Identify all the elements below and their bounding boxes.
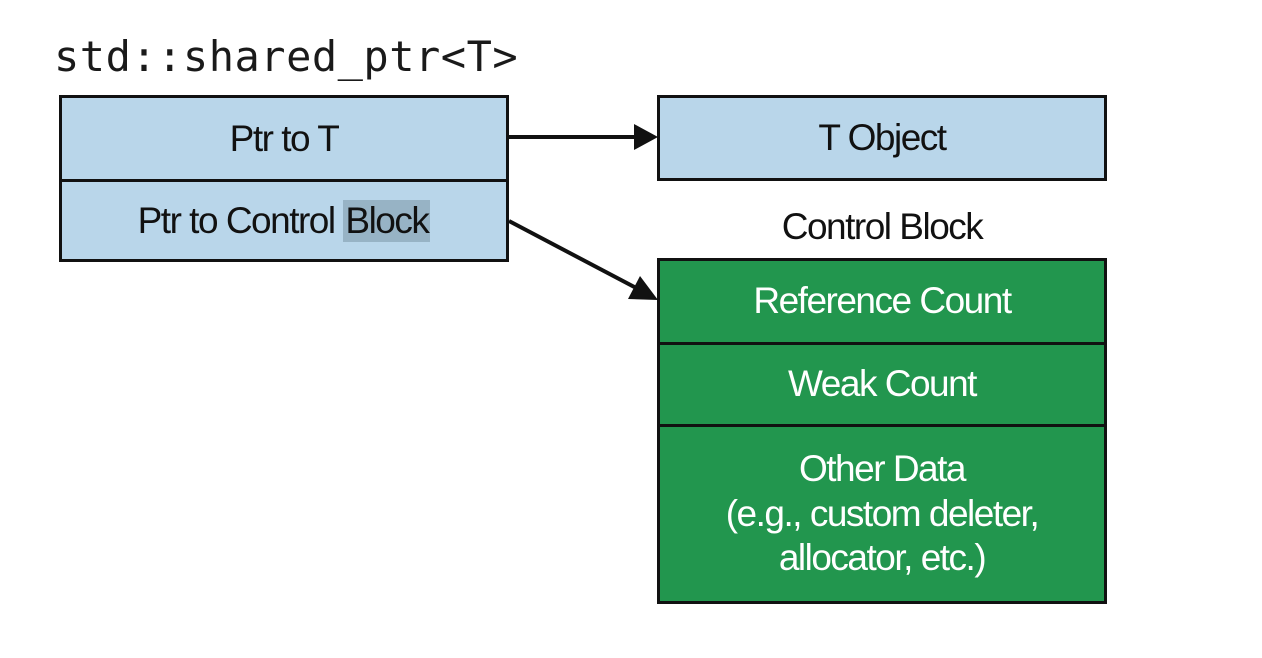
ptr-to-t-field: Ptr to T [229,117,340,159]
control-block-box: Reference Count Weak Count Other Data (e… [657,258,1107,604]
ptr-to-control-block-field: Ptr to Control Block [62,179,506,259]
t-object-label: T Object [818,117,947,158]
t-object-box: T Object [657,95,1107,181]
other-data-line-1: Other Data [799,448,966,490]
arrow-to-t-object-head [634,124,658,150]
other-data-line-3: allocator, etc.) [778,537,987,579]
highlighted-word: Block [343,199,431,242]
other-data-field: Other Data (e.g., custom deleter, alloca… [660,424,1104,601]
arrow-to-control-block [508,219,641,292]
ptr-to-control-block-label: Ptr to Control [137,199,344,241]
shared-ptr-box: Ptr to T Ptr to Control Block [59,95,509,262]
weak-count-field: Weak Count [660,342,1104,424]
arrow-to-control-block-head [628,276,658,300]
diagram-title: std::shared_ptr<T> [54,32,519,81]
control-block-title: Control Block [781,206,984,247]
other-data-line-2: (e.g., custom deleter, [725,492,1040,534]
reference-count-field: Reference Count [753,280,1012,322]
